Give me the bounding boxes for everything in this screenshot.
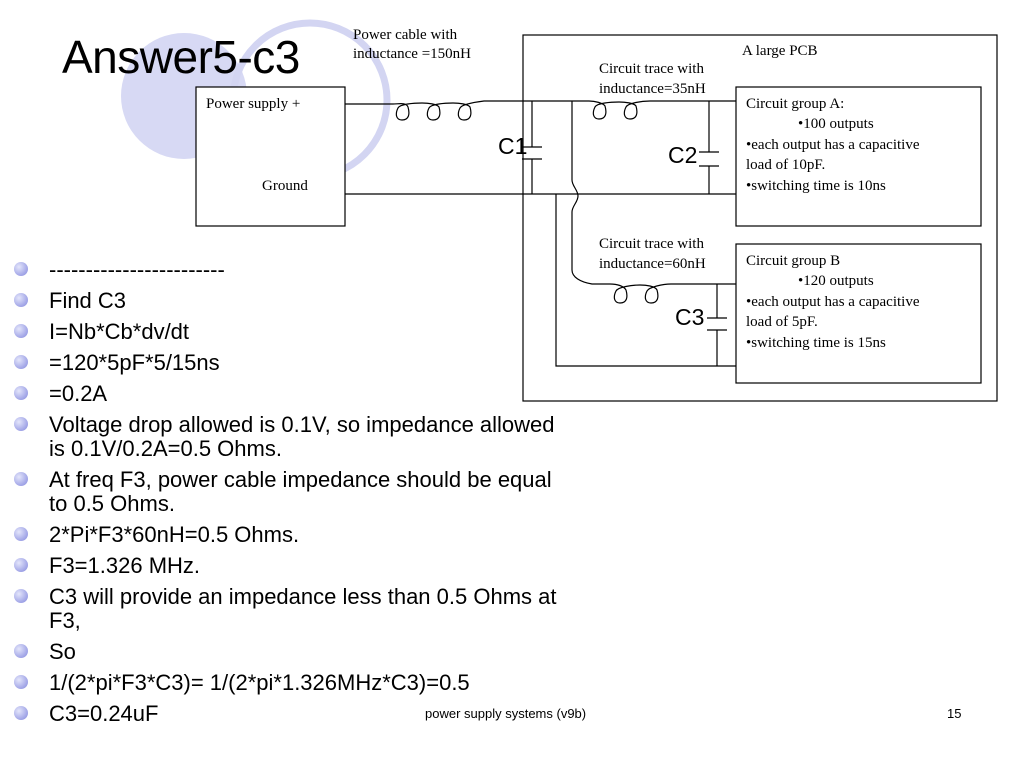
- branch-wire: [571, 101, 736, 304]
- group-b-switching: •switching time is 15ns: [746, 335, 886, 351]
- trace-b-label-line1: Circuit trace with: [599, 236, 704, 252]
- group-b-box: [735, 243, 982, 384]
- c1-label: C1: [498, 133, 528, 159]
- trace-a-label-line2: inductance=35nH: [599, 81, 706, 97]
- list-item: ------------------------: [14, 258, 574, 282]
- bullet-icon: [14, 644, 28, 658]
- page-number: 15: [947, 706, 962, 721]
- bullet-icon: [14, 293, 28, 307]
- group-a-outputs: •100 outputs: [798, 116, 874, 132]
- power-cable-wire: [345, 100, 736, 121]
- list-item: C3 will provide an impedance less than 0…: [14, 585, 574, 633]
- c2-wire: [699, 101, 719, 194]
- list-item: Find C3: [14, 289, 574, 313]
- power-supply-plus-label: Power supply +: [206, 96, 301, 112]
- bullet-icon: [14, 472, 28, 486]
- bullet-icon: [14, 589, 28, 603]
- group-a-switching: •switching time is 10ns: [746, 178, 886, 194]
- slide-title: Answer5-c3: [62, 31, 300, 83]
- list-item: So: [14, 640, 574, 664]
- list-item: F3=1.326 MHz.: [14, 554, 574, 578]
- footer-text: power supply systems (v9b): [425, 706, 587, 721]
- list-item: Voltage drop allowed is 0.1V, so impedan…: [14, 413, 574, 461]
- list-item: 1/(2*pi*F3*C3)= 1/(2*pi*1.326MHz*C3)=0.5: [14, 671, 574, 695]
- group-b-outputs: •120 outputs: [798, 273, 874, 289]
- list-item: =120*5pF*5/15ns: [14, 351, 574, 375]
- list-item: C3=0.24uF: [14, 702, 574, 726]
- c3-wire: [707, 284, 727, 366]
- ground-b-wire: [555, 194, 736, 367]
- power-cable-label-line2: inductance =150nH: [353, 46, 472, 62]
- group-b-load-line2: load of 5pF.: [746, 314, 818, 330]
- trace-b-label-line2: inductance=60nH: [599, 256, 706, 272]
- bullet-icon: [14, 706, 28, 720]
- solution-bullet-list: ------------------------ Find C3 I=Nb*Cb…: [14, 258, 574, 733]
- bullet-icon: [14, 386, 28, 400]
- list-item: =0.2A: [14, 382, 574, 406]
- group-a-load-line1: •each output has a capacitive: [746, 137, 920, 153]
- bullet-icon: [14, 417, 28, 431]
- power-cable-label-line1: Power cable with: [353, 27, 458, 43]
- bullet-icon: [14, 527, 28, 541]
- power-supply-box: [195, 86, 346, 227]
- pcb-box: [522, 34, 998, 402]
- group-a-title: Circuit group A:: [746, 96, 845, 112]
- group-b-load-line1: •each output has a capacitive: [746, 294, 920, 310]
- group-a-load-line2: load of 10pF.: [746, 157, 826, 173]
- pcb-label: A large PCB: [742, 43, 818, 59]
- list-item: I=Nb*Cb*dv/dt: [14, 320, 574, 344]
- bullet-icon: [14, 355, 28, 369]
- bullet-icon: [14, 558, 28, 572]
- bullet-icon: [14, 675, 28, 689]
- list-item: 2*Pi*F3*60nH=0.5 Ohms.: [14, 523, 574, 547]
- list-item: At freq F3, power cable impedance should…: [14, 468, 574, 516]
- group-b-title: Circuit group B: [746, 253, 841, 269]
- c1-wire: [522, 101, 542, 194]
- c2-label: C2: [668, 142, 698, 168]
- bullet-icon: [14, 262, 28, 276]
- c3-label: C3: [675, 304, 705, 330]
- bullet-icon: [14, 324, 28, 338]
- trace-a-label-line1: Circuit trace with: [599, 61, 704, 77]
- ground-label: Ground: [262, 178, 308, 194]
- group-a-box: [735, 86, 982, 227]
